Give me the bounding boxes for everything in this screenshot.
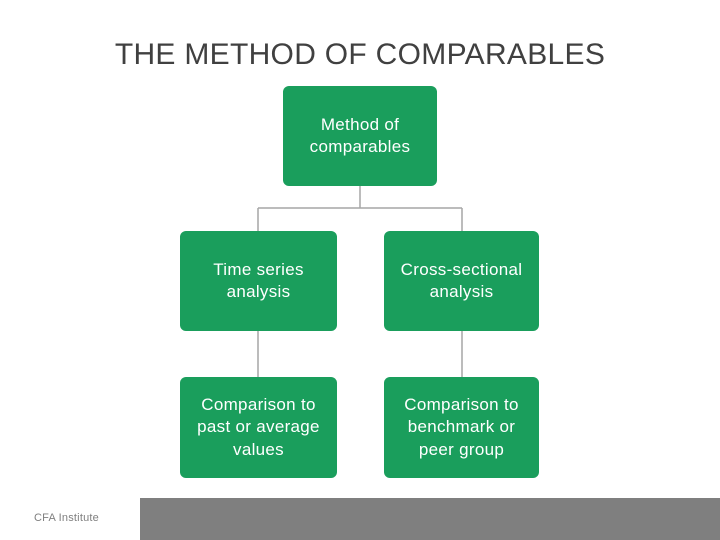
root-node-label: Method of comparables bbox=[309, 114, 411, 156]
cross-sectional-node-label: Cross-sectional analysis bbox=[400, 259, 523, 301]
time-series-node-label: Time series analysis bbox=[213, 259, 304, 301]
cross-sectional-node-box: Cross-sectional analysis bbox=[384, 231, 539, 331]
peer-group-node-box: Comparison to benchmark or peer group bbox=[384, 377, 539, 478]
past-average-node-box: Comparison to past or average values bbox=[180, 377, 337, 478]
root-node-box: Method of comparables bbox=[283, 86, 437, 186]
slide-title: THE METHOD OF COMPARABLES bbox=[114, 38, 606, 71]
time-series-node-box: Time series analysis bbox=[180, 231, 337, 331]
footer-logo-area: CFA Institute bbox=[0, 498, 140, 540]
footer-bar: CFA Institute bbox=[0, 498, 720, 540]
peer-group-node-label: Comparison to benchmark or peer group bbox=[404, 395, 519, 459]
cfa-institute-logo: CFA Institute bbox=[34, 512, 99, 524]
past-average-node-label: Comparison to past or average values bbox=[197, 395, 320, 459]
